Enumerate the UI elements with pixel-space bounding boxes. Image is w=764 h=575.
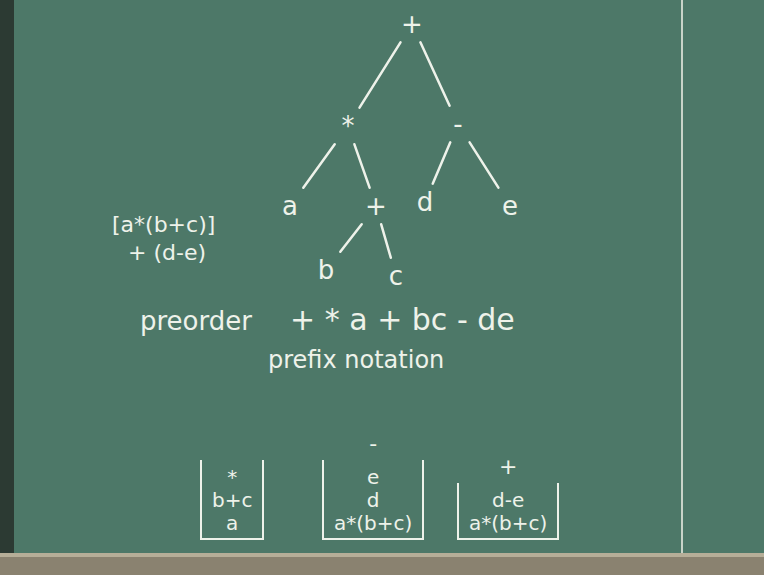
tree-edge	[381, 224, 391, 257]
node-symbol: +	[365, 192, 387, 221]
chalk-note: preorder	[140, 306, 252, 336]
stack-top: +	[495, 454, 521, 483]
stack-entry: d	[367, 489, 380, 512]
tree-node: a	[277, 190, 303, 223]
tree-node: b	[313, 254, 340, 287]
ledge-rim	[0, 553, 764, 557]
node-symbol: -	[453, 110, 462, 139]
tree-edge	[340, 224, 361, 251]
tree-edge	[303, 144, 334, 187]
board-seam	[681, 0, 683, 555]
stack-entry: a*(b+c)	[469, 512, 547, 535]
node-symbol: e	[502, 192, 518, 221]
tree-node: +	[360, 190, 392, 223]
stack-box: *b+ca	[200, 460, 264, 540]
stack-box: -eda*(b+c)	[322, 431, 424, 540]
stack-top: *	[227, 466, 237, 489]
chalk-note: prefix notation	[268, 346, 444, 374]
stack-box: +d-ea*(b+c)	[457, 454, 559, 540]
stack-outline: *b+ca	[200, 460, 264, 540]
node-symbol: b	[318, 256, 335, 285]
chalk-note: + * a + bc - de	[290, 302, 515, 337]
stack-outline: eda*(b+c)	[322, 460, 424, 540]
node-symbol: d	[417, 188, 434, 217]
node-symbol: a	[282, 192, 298, 221]
stack-entry: a	[226, 512, 238, 535]
node-symbol: *	[342, 112, 355, 141]
tree-edge	[354, 144, 369, 187]
tree-node: c	[384, 260, 408, 293]
tree-node: *	[337, 110, 360, 143]
node-symbol: +	[401, 10, 423, 39]
tree-edge	[470, 142, 499, 187]
tree-node: e	[497, 190, 523, 223]
tree-edge	[433, 142, 451, 183]
tree-edge	[420, 42, 449, 105]
node-symbol: c	[389, 262, 403, 291]
chalk-note: [a*(b+c)]	[112, 212, 215, 237]
stack-outline: d-ea*(b+c)	[457, 483, 559, 540]
chalk-ledge	[0, 553, 764, 575]
stack-entry: b+c	[212, 489, 252, 512]
tree-edge	[360, 42, 401, 107]
tree-node: +	[396, 8, 428, 41]
chalk-note: + (d-e)	[128, 240, 206, 265]
board-edge	[0, 0, 14, 575]
stack-entry: d-e	[492, 489, 524, 512]
stack-entry: a*(b+c)	[334, 512, 412, 535]
stack-entry: e	[367, 466, 379, 489]
tree-node: d	[412, 186, 439, 219]
tree-node: -	[448, 108, 467, 141]
stack-top: -	[365, 431, 381, 460]
